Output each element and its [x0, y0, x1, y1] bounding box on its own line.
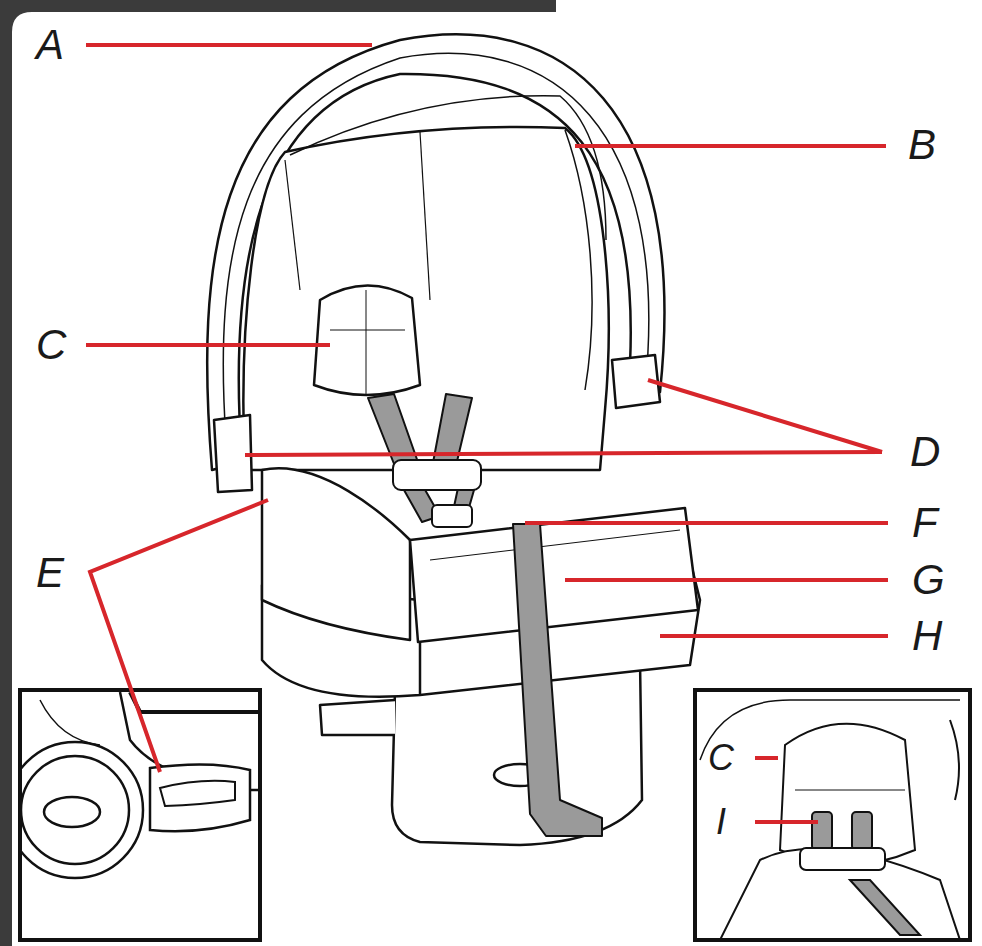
part-letter: A [36, 24, 64, 66]
part-letter: I [716, 804, 726, 840]
part-letter: D [910, 431, 940, 473]
part-letter: G [912, 559, 945, 601]
part-letter: C [36, 324, 66, 366]
part-letter: B [908, 124, 936, 166]
part-letter: H [912, 615, 942, 657]
part-letter: C [708, 740, 734, 776]
leader-lines [86, 45, 888, 822]
part-letter: F [912, 502, 938, 544]
part-letter: E [36, 552, 64, 594]
